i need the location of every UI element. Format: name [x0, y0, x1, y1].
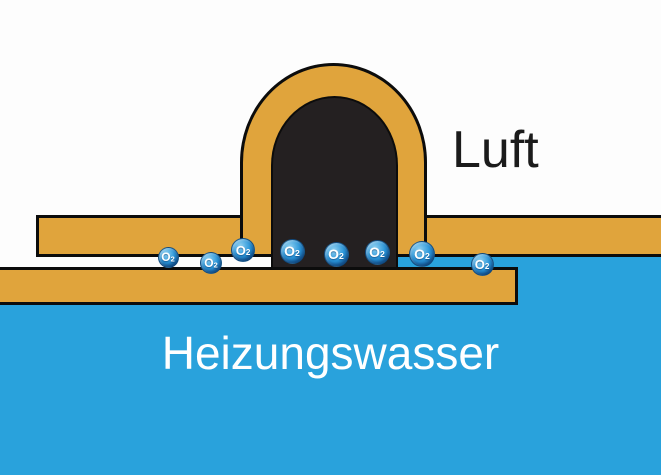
o2-symbol: O: [161, 250, 171, 264]
water-label: Heizungswasser: [161, 327, 500, 379]
o2-subscript: 2: [213, 260, 218, 270]
o2-symbol: O: [414, 246, 426, 262]
o2-subscript: 2: [339, 250, 344, 261]
air-label: Luft: [452, 121, 539, 179]
pipe-wall-bottom: [0, 267, 518, 305]
o2-subscript: 2: [484, 261, 490, 271]
o2-symbol: O: [474, 256, 485, 272]
o2-symbol: O: [204, 256, 214, 270]
o2-subscript: 2: [380, 248, 385, 259]
o2-subscript: 2: [170, 254, 175, 264]
o2-symbol: O: [235, 242, 246, 258]
o2-subscript: 2: [295, 247, 300, 258]
o2-subscript: 2: [245, 247, 251, 257]
heating-water-area: [0, 302, 661, 475]
o2-symbol: O: [328, 246, 340, 262]
o2-symbol: O: [369, 244, 381, 260]
o2-subscript: 2: [425, 250, 430, 261]
o2-symbol: O: [284, 243, 296, 259]
